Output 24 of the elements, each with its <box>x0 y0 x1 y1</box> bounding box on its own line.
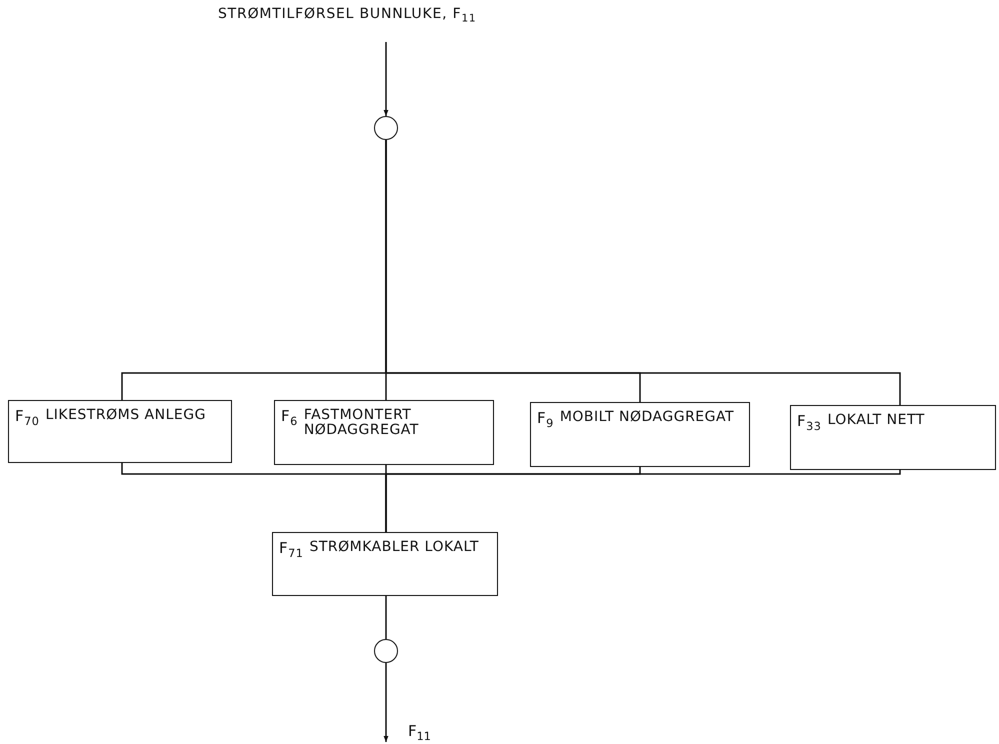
unit-name: FASTMONTERT NØDAGGREGAT <box>304 407 420 439</box>
output-label: F$_{11}$ <box>408 722 431 740</box>
source-label: STRØMTILFØRSEL BUNNLUKE, F$_{11}$ <box>218 6 476 22</box>
unit-code: F$_{6}$ <box>281 407 298 425</box>
unit-name: STRØMKABLER LOKALT <box>309 539 479 556</box>
unit-box <box>530 402 750 467</box>
junction-circle <box>374 639 398 663</box>
unit-name: MOBILT NØDAGGREGAT <box>560 409 734 426</box>
unit-box <box>8 400 232 463</box>
connector-line <box>384 42 388 116</box>
unit-code: F$_{9}$ <box>537 409 554 427</box>
unit-name: LIKESTRØMS ANLEGG <box>45 407 206 424</box>
unit-code: F$_{71}$ <box>279 539 304 557</box>
unit-box <box>272 532 498 596</box>
unit-code: F$_{33}$ <box>797 412 822 430</box>
unit-box <box>274 400 494 465</box>
connector-line <box>385 596 387 639</box>
unit-name: LOKALT NETT <box>827 412 925 428</box>
unit-box <box>790 405 996 470</box>
unit-code: F$_{70}$ <box>15 407 40 425</box>
junction-circle <box>374 116 398 140</box>
connector-line <box>385 140 901 405</box>
connector-line <box>384 663 388 742</box>
connector-line <box>385 470 901 532</box>
